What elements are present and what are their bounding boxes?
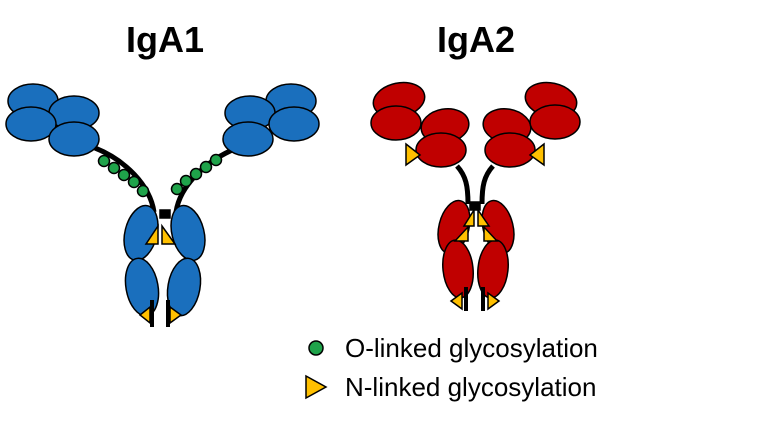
n-glycan-triangle [453,225,469,242]
domain [222,121,274,157]
domain [442,239,474,299]
n-glycan-triangle [144,223,159,245]
n-glycan-triangle [405,142,422,167]
iga1-o-glycans-right [170,153,223,196]
o-glycan-dot [170,182,184,196]
green-circle-icon [308,340,324,356]
domain [170,204,206,262]
o-glycan-dot [209,153,223,167]
domain [48,121,100,157]
yellow-triangle-icon [305,374,328,400]
n-glycan-triangle [161,223,177,245]
o-glycan-dot [117,168,131,182]
iga1-hinge-left [94,145,157,213]
legend: O-linked glycosylation N-linked glycosyl… [305,333,598,402]
o-glycan-dot [127,175,141,189]
domain [477,239,509,299]
iga2-n-glycans [405,142,545,311]
iga1-fc [123,204,206,317]
o-glycan-dot [107,161,121,175]
iga2-title: IgA2 [437,19,515,60]
o-glycan-dot [199,160,213,174]
iga2-hinge-right [479,164,495,205]
iga2-disulfide-bridge [469,201,481,211]
domain [484,132,536,168]
domain [5,106,57,142]
legend-n-linked-label: N-linked glycosylation [345,372,596,402]
iga2-fab-left [370,81,470,168]
n-glycan-triangle [487,291,501,311]
domain [529,104,581,140]
o-glycan-dot [189,167,203,181]
n-glycan-triangle [483,225,499,242]
iga1-molecule [5,83,320,327]
iga1-o-glycans-left [97,154,150,198]
iga1-title: IgA1 [126,19,204,60]
iga1-fab-left [5,83,100,157]
o-glycan-dot [179,174,193,188]
iga2-molecule [370,81,581,311]
n-glycan-triangle [462,207,475,227]
legend-o-linked-label: O-linked glycosylation [345,333,598,363]
n-glycan-triangle [449,291,463,311]
o-glycan-dot [97,154,111,168]
iga2-hinge-left [455,164,471,205]
n-glycan-triangle [528,142,545,167]
domain [415,132,467,168]
iga2-fab-right [482,81,581,168]
domain [268,106,320,142]
domain [370,105,422,141]
o-glycan-dot [136,184,150,198]
iga1-disulfide-bridge [159,209,171,219]
domain [124,257,160,317]
iga2-fc [437,199,515,299]
iga1-fab-right [222,83,320,157]
